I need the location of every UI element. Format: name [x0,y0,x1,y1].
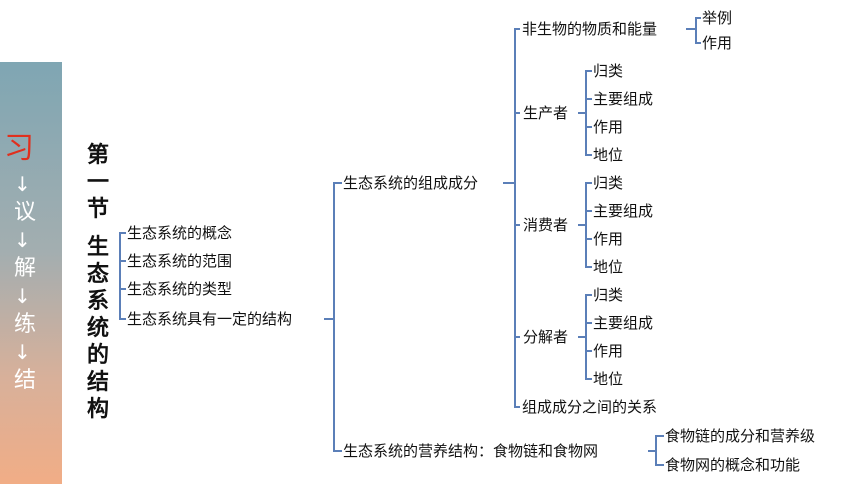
down-arrow-icon: ↓ [14,340,31,364]
node-types: 生态系统的类型 [127,280,233,298]
down-arrow-icon: ↓ [14,172,31,196]
node-producer: 生产者 [523,104,569,122]
node-role: 作用 [593,230,624,248]
node-composition-main: 主要组成 [593,202,654,220]
node-status: 地位 [593,370,624,388]
sidebar: 习 ↓ 议 ↓ 解 ↓ 练 ↓ 结 [0,62,62,484]
node-classification: 归类 [593,62,624,80]
node-food-web: 食物网的概念和功能 [665,456,801,474]
down-arrow-icon: ↓ [14,228,31,252]
page-title: 生态系统的结构 [86,234,109,422]
node-status: 地位 [593,258,624,276]
node-decomposer: 分解者 [523,328,569,346]
node-classification: 归类 [593,174,624,192]
sidebar-item-1: 议 [14,200,37,225]
node-status: 地位 [593,146,624,164]
node-relation: 组成成分之间的关系 [522,398,658,416]
down-arrow-icon: ↓ [14,284,31,308]
section-number: 第一节 [86,142,109,222]
sidebar-first-char: 习 [4,131,34,166]
sidebar-item-2: 解 [14,256,37,281]
node-structure: 生态系统具有一定的结构 [127,310,293,328]
sidebar-item-4: 结 [14,368,37,393]
node-function: 作用 [702,34,733,52]
sidebar-item-3: 练 [14,312,37,337]
node-classification: 归类 [593,286,624,304]
node-nutrition: 生态系统的营养结构：食物链和食物网 [343,442,599,460]
node-composition: 生态系统的组成成分 [343,174,479,192]
node-food-chain: 食物链的成分和营养级 [665,427,816,445]
node-consumer: 消费者 [523,216,569,234]
node-role: 作用 [593,342,624,360]
node-abiotic: 非生物的物质和能量 [522,20,658,38]
node-concept: 生态系统的概念 [127,224,233,242]
node-composition-main: 主要组成 [593,90,654,108]
node-scope: 生态系统的范围 [127,252,233,270]
node-composition-main: 主要组成 [593,314,654,332]
node-role: 作用 [593,118,624,136]
node-example: 举例 [702,9,733,27]
